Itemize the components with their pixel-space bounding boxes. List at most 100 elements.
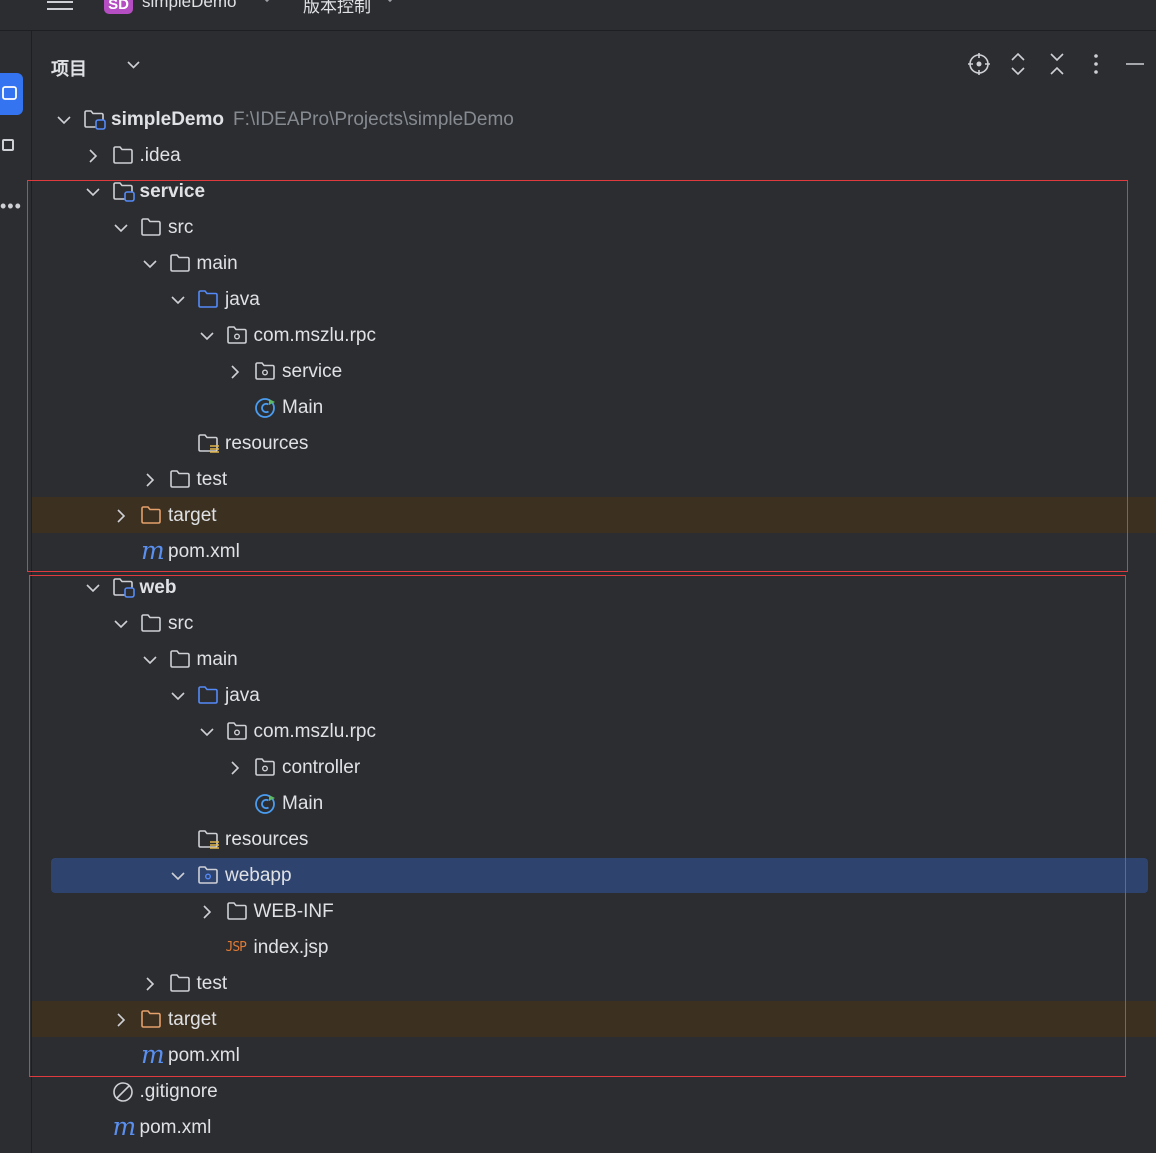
tree-node-main-folder[interactable]: main bbox=[0, 246, 1156, 282]
chevron-right-icon[interactable] bbox=[227, 759, 243, 777]
tree-node-label: .idea bbox=[139, 145, 181, 166]
web-folder-icon bbox=[197, 864, 221, 901]
chevron-down-icon[interactable] bbox=[113, 615, 129, 633]
tree-node-label: src bbox=[168, 217, 194, 238]
chevron-down-icon[interactable] bbox=[261, 0, 273, 4]
folder-icon bbox=[2, 86, 17, 100]
chevron-down-icon[interactable] bbox=[170, 291, 186, 309]
folder-icon bbox=[140, 612, 164, 649]
tree-node-label: pom.xml bbox=[139, 1117, 212, 1138]
tree-node-package[interactable]: controller bbox=[0, 750, 1156, 786]
tree-node-main-class[interactable]: Main bbox=[0, 390, 1156, 426]
chevron-down-icon[interactable] bbox=[384, 0, 396, 4]
project-name[interactable]: simpleDemo bbox=[142, 0, 237, 11]
tree-node-java-folder[interactable]: java bbox=[0, 678, 1156, 714]
project-path: F:\IDEAPro\Projects\simpleDemo bbox=[233, 109, 514, 130]
tree-node-webinf-folder[interactable]: WEB-INF bbox=[0, 894, 1156, 930]
class-icon bbox=[254, 396, 278, 433]
folder-icon bbox=[169, 468, 193, 505]
resources-folder-icon bbox=[197, 828, 223, 865]
tree-node-test-folder[interactable]: test bbox=[0, 462, 1156, 498]
chevron-right-icon[interactable] bbox=[142, 471, 158, 489]
tree-node-src-folder[interactable]: src bbox=[0, 210, 1156, 246]
module-folder-icon bbox=[112, 576, 138, 613]
expand-all-icon[interactable] bbox=[1006, 51, 1030, 77]
more-tools-icon[interactable]: ••• bbox=[0, 196, 22, 216]
module-folder-icon bbox=[112, 180, 138, 217]
tree-node-main-folder[interactable]: main bbox=[0, 642, 1156, 678]
chevron-down-icon[interactable] bbox=[85, 579, 101, 597]
locate-icon[interactable] bbox=[967, 51, 991, 77]
excluded-row-highlight bbox=[32, 1001, 1156, 1037]
main-menu-icon[interactable] bbox=[47, 0, 73, 16]
tree-node-package[interactable]: com.mszlu.rpc bbox=[0, 318, 1156, 354]
tree-node-label: test bbox=[196, 469, 228, 490]
tree-node-label: Main bbox=[282, 793, 324, 814]
chevron-down-icon[interactable] bbox=[199, 327, 215, 345]
folder-icon bbox=[169, 648, 193, 685]
package-icon bbox=[254, 756, 278, 793]
project-badge[interactable]: SD bbox=[104, 0, 133, 14]
collapse-all-icon[interactable] bbox=[1045, 51, 1069, 77]
chevron-right-icon[interactable] bbox=[85, 147, 101, 165]
tree-node-label: service bbox=[282, 361, 343, 382]
tree-node-label: service bbox=[139, 181, 206, 202]
module-folder-icon bbox=[83, 108, 109, 145]
chevron-down-icon[interactable] bbox=[127, 60, 140, 70]
tree-node-web-module[interactable]: web bbox=[0, 570, 1156, 606]
tree-node-label: webapp bbox=[225, 865, 292, 886]
tree-node-idea-folder[interactable]: .idea bbox=[0, 138, 1156, 174]
chevron-down-icon[interactable] bbox=[113, 219, 129, 237]
folder-icon bbox=[169, 252, 193, 289]
maven-icon: m bbox=[112, 1112, 137, 1141]
chevron-down-icon[interactable] bbox=[199, 723, 215, 741]
project-panel-header: 项目 bbox=[32, 31, 1156, 99]
tree-node-java-folder[interactable]: java bbox=[0, 282, 1156, 318]
panel-title[interactable]: 项目 bbox=[51, 59, 87, 79]
tree-node-test-folder[interactable]: test bbox=[0, 966, 1156, 1002]
chevron-right-icon[interactable] bbox=[113, 1011, 129, 1029]
tree-node-label: com.mszlu.rpc bbox=[253, 721, 376, 742]
project-tool-button[interactable] bbox=[0, 73, 23, 115]
source-folder-icon bbox=[197, 288, 221, 325]
chevron-down-icon[interactable] bbox=[56, 111, 72, 129]
vcs-widget[interactable]: 版本控制 bbox=[303, 0, 371, 16]
excluded-folder-icon bbox=[140, 1008, 164, 1045]
chevron-down-icon[interactable] bbox=[85, 183, 101, 201]
maven-icon: m bbox=[141, 536, 165, 565]
tree-node-src-folder[interactable]: src bbox=[0, 606, 1156, 642]
tree-node-label: resources bbox=[225, 433, 309, 454]
tree-node-label: main bbox=[196, 253, 238, 274]
tree-node-main-class[interactable]: Main bbox=[0, 786, 1156, 822]
tree-node-label: target bbox=[168, 1009, 217, 1030]
chevron-right-icon[interactable] bbox=[113, 507, 129, 525]
chevron-right-icon[interactable] bbox=[227, 363, 243, 381]
chevron-right-icon[interactable] bbox=[199, 903, 215, 921]
tree-node-gitignore-file[interactable]: .gitignore bbox=[0, 1074, 1156, 1110]
tree-node-resources-folder[interactable]: resources bbox=[0, 426, 1156, 462]
ignore-file-icon bbox=[112, 1080, 136, 1117]
tree-node-label: WEB-INF bbox=[253, 901, 334, 922]
chevron-down-icon[interactable] bbox=[142, 651, 158, 669]
tree-node-webapp-folder[interactable]: webapp bbox=[0, 858, 1156, 894]
tree-node-service-module[interactable]: service bbox=[0, 174, 1156, 210]
options-icon[interactable] bbox=[1084, 51, 1108, 77]
tree-node-target-folder[interactable]: target bbox=[0, 1002, 1156, 1038]
tree-node-target-folder[interactable]: target bbox=[0, 498, 1156, 534]
chevron-right-icon[interactable] bbox=[142, 975, 158, 993]
tree-node-resources-folder[interactable]: resources bbox=[0, 822, 1156, 858]
tree-node-package[interactable]: com.mszlu.rpc bbox=[0, 714, 1156, 750]
chevron-down-icon[interactable] bbox=[170, 687, 186, 705]
tree-node-label: java bbox=[225, 685, 260, 706]
commit-tool-icon[interactable] bbox=[2, 139, 14, 151]
chevron-down-icon[interactable] bbox=[142, 255, 158, 273]
chevron-down-icon[interactable] bbox=[170, 867, 186, 885]
hide-panel-icon[interactable] bbox=[1123, 51, 1147, 77]
tree-node-package[interactable]: service bbox=[0, 354, 1156, 390]
tree-node-label: test bbox=[196, 973, 228, 994]
